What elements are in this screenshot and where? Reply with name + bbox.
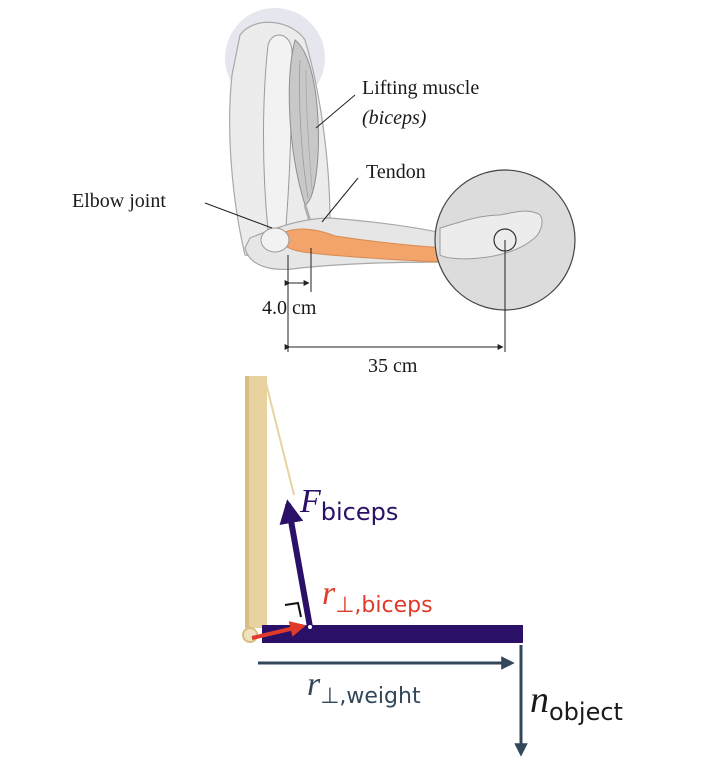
label-r-weight: r⊥,weight xyxy=(307,666,421,709)
biceps-lever-arm-arrow xyxy=(251,621,307,640)
dimension-long-label: 35 cm xyxy=(368,355,418,377)
r-weight-symbol: r xyxy=(307,666,321,703)
label-lifting-muscle: Lifting muscle xyxy=(362,77,479,99)
arm-illustration xyxy=(225,8,576,311)
upper-arm-bar xyxy=(245,376,267,628)
label-biceps: (biceps) xyxy=(362,107,427,129)
n-subscript: object xyxy=(549,698,623,726)
r-weight-subscript: ⊥,weight xyxy=(320,684,421,709)
humerus-bone xyxy=(263,34,293,239)
biceps-force-arrow xyxy=(279,499,313,628)
dimension-markers xyxy=(284,240,506,352)
elbow-knob xyxy=(260,227,290,253)
f-symbol: F xyxy=(299,483,322,520)
muscle-line xyxy=(265,382,295,496)
elbow-pivot xyxy=(242,627,258,643)
n-symbol: n xyxy=(530,679,549,721)
r-biceps-symbol: r xyxy=(322,575,336,612)
label-f-biceps: Fbiceps xyxy=(299,483,398,526)
f-subscript: biceps xyxy=(321,498,399,526)
label-tendon: Tendon xyxy=(366,161,426,183)
right-angle-mark xyxy=(284,601,302,618)
lever-model xyxy=(242,376,528,757)
label-elbow-joint: Elbow joint xyxy=(72,190,166,212)
label-r-biceps: r⊥,biceps xyxy=(322,575,433,618)
r-biceps-subscript: ⊥,biceps xyxy=(335,593,432,618)
biceps-muscle xyxy=(288,39,319,206)
label-n-object: nobject xyxy=(530,679,623,726)
hand xyxy=(439,210,543,260)
dimension-short-label: 4.0 cm xyxy=(262,297,317,319)
forearm-bar xyxy=(262,625,523,643)
